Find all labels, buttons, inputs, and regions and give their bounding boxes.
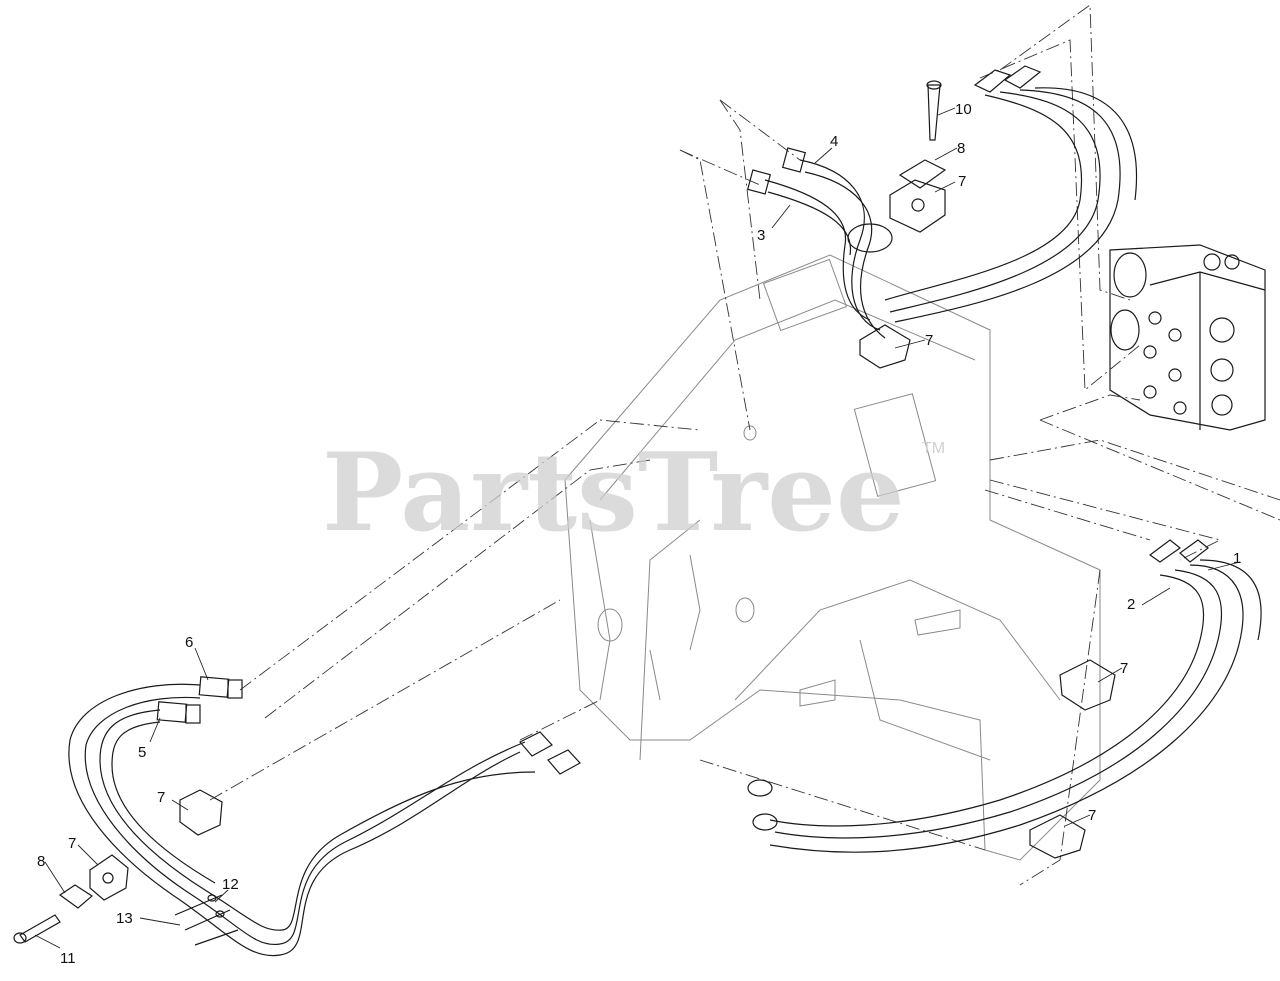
callout-7-upper: 7 (958, 173, 966, 190)
callout-6: 6 (185, 634, 193, 651)
callout-10: 10 (955, 101, 972, 118)
callout-7-mid: 7 (925, 332, 933, 349)
callout-12: 12 (222, 876, 239, 893)
plate-8 (898, 159, 947, 189)
leader-lines (34, 107, 1241, 949)
upper-clamp (859, 80, 947, 369)
watermark-tm: TM (922, 440, 945, 457)
callout-7-right: 7 (1120, 660, 1128, 677)
left-hose-bundle (68, 676, 581, 957)
callout-5: 5 (138, 744, 146, 761)
pump-assembly (564, 254, 1101, 861)
callout-labels: 1 2 3 4 5 6 7 7 7 7 7 7 8 8 10 11 12 13 (37, 101, 1241, 967)
upper-hose-pair (884, 65, 1137, 323)
watermark-text: PartsTree (322, 430, 905, 556)
bolt-10 (927, 84, 941, 141)
watermark: PartsTree TM (322, 430, 945, 556)
callout-7-left-lower: 7 (68, 835, 76, 852)
callout-4: 4 (830, 133, 838, 150)
right-hose-pair (747, 539, 1262, 859)
callout-8-left: 8 (37, 853, 45, 870)
callout-11: 11 (60, 950, 76, 967)
callout-1: 1 (1233, 550, 1241, 567)
connection-lines (209, 4, 1280, 886)
callout-8-upper: 8 (957, 140, 965, 157)
hose-3-4 (746, 147, 893, 339)
callout-3: 3 (757, 227, 765, 244)
control-valve (1109, 244, 1266, 431)
left-clamp-hardware (13, 789, 239, 946)
callout-13: 13 (116, 910, 133, 927)
callout-7-lower-right: 7 (1088, 807, 1096, 824)
callout-2: 2 (1127, 596, 1135, 613)
callout-7-left: 7 (157, 789, 165, 806)
